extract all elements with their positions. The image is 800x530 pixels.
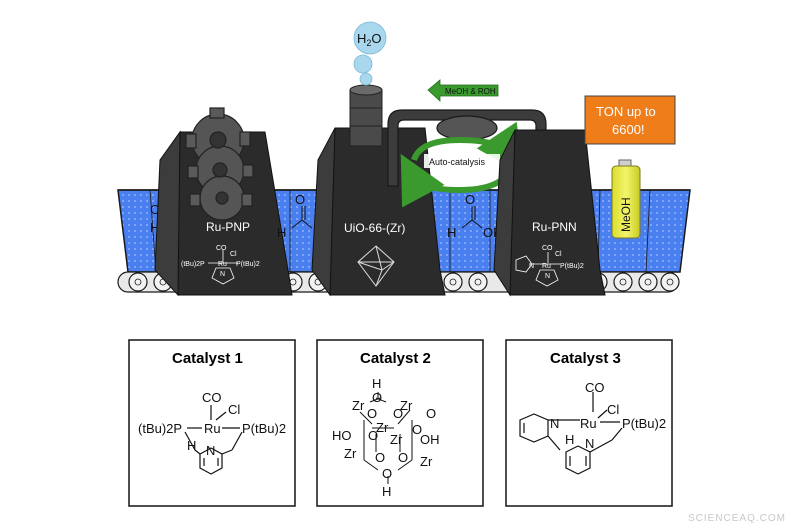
ru-pnp-mini-structure: [208, 250, 238, 285]
ru-pnn-unit: Ru-PNN CO Cl N Ru P(tBu)2 N: [493, 129, 606, 297]
svg-text:O: O: [382, 466, 392, 481]
svg-text:P(tBu)2: P(tBu)2: [236, 261, 260, 268]
catalyst-2-title: Catalyst 2: [360, 350, 431, 367]
svg-text:O: O: [372, 390, 382, 405]
formate-o: O: [465, 192, 475, 207]
svg-text:Zr: Zr: [420, 454, 433, 469]
svg-text:HO: HO: [332, 428, 352, 443]
water-label: H2O: [357, 31, 382, 48]
ru-pnn-label: Ru-PNN: [532, 220, 577, 234]
svg-text:N: N: [545, 273, 550, 280]
svg-text:Ru: Ru: [218, 261, 227, 268]
svg-text:(tBu)2P: (tBu)2P: [181, 261, 205, 268]
formic-h: H: [277, 225, 286, 240]
svg-text:O: O: [398, 450, 408, 465]
svg-text:Zr: Zr: [352, 398, 365, 413]
svg-text:Zr: Zr: [344, 446, 357, 461]
svg-text:N: N: [220, 271, 225, 278]
svg-text:(tBu)2P: (tBu)2P: [138, 421, 182, 436]
ru-pnp-unit: Ru-PNP CO Cl (tBu)2P Ru P(tBu)2 N: [154, 107, 293, 297]
catalyst-3-panel: Catalyst 3 CO Cl N Ru P(tBu)2 H N: [505, 339, 673, 507]
svg-text:Zr: Zr: [390, 432, 403, 447]
svg-text:O: O: [426, 406, 436, 421]
svg-text:CO: CO: [542, 245, 553, 252]
svg-text:O: O: [368, 428, 378, 443]
battery-icon: MeOH: [611, 159, 641, 239]
water-bubbles: H2O: [353, 21, 387, 86]
svg-text:Cl: Cl: [607, 402, 619, 417]
svg-text:N: N: [529, 263, 534, 270]
svg-text:O: O: [393, 406, 403, 421]
svg-text:H: H: [372, 376, 381, 391]
ru-pnp-label: Ru-PNP: [206, 220, 250, 234]
svg-text:H: H: [187, 438, 196, 453]
svg-text:OH: OH: [420, 432, 440, 447]
svg-text:H: H: [565, 432, 574, 447]
catalyst-1-panel: Catalyst 1 CO Cl (tBu)2P Ru P(tBu)2 H N: [128, 339, 296, 507]
svg-text:O: O: [367, 406, 377, 421]
catalyst-1-title: Catalyst 1: [172, 350, 243, 367]
svg-text:O: O: [412, 422, 422, 437]
svg-text:P(tBu)2: P(tBu)2: [560, 263, 584, 270]
octahedron-icon: [357, 245, 395, 287]
formate-h: H: [447, 225, 456, 240]
formic-o: O: [295, 192, 305, 207]
svg-text:Zr: Zr: [400, 398, 413, 413]
uio66-label: UiO-66-(Zr): [344, 221, 405, 235]
catalyst-2-panel: Catalyst 2 H O Zr Zr O O O Zr HO O Zr O …: [316, 339, 484, 507]
svg-text:N: N: [206, 443, 215, 458]
svg-text:CO: CO: [585, 380, 605, 395]
ru-pnn-mini-structure: [515, 252, 560, 287]
svg-text:Cl: Cl: [228, 402, 240, 417]
svg-text:N: N: [550, 416, 559, 431]
svg-text:Cl: Cl: [555, 251, 562, 258]
meoh-roh-arrow: MeOH & ROH: [427, 79, 499, 102]
svg-text:P(tBu)2: P(tBu)2: [242, 421, 286, 436]
ton-callout: TON up to 6600!: [584, 95, 676, 145]
svg-text:N: N: [585, 436, 594, 451]
svg-text:Cl: Cl: [230, 251, 237, 258]
ton-line2: 6600!: [612, 122, 645, 137]
svg-text:CO: CO: [216, 245, 227, 252]
barrel-icon: [349, 84, 383, 147]
svg-text:O: O: [375, 450, 385, 465]
gear-icon: [185, 107, 254, 221]
autocatalysis-label: Auto-catalysis: [429, 157, 486, 167]
catalyst-3-title: Catalyst 3: [550, 350, 621, 367]
svg-text:CO: CO: [202, 390, 222, 405]
svg-text:Ru: Ru: [580, 416, 597, 431]
ton-line1: TON up to: [596, 104, 656, 119]
svg-text:Ru: Ru: [542, 263, 551, 270]
meoh-product-label: MeOH: [619, 197, 633, 232]
meoh-roh-label: MeOH & ROH: [445, 87, 496, 96]
svg-text:Zr: Zr: [376, 420, 389, 435]
svg-text:P(tBu)2: P(tBu)2: [622, 416, 666, 431]
svg-text:Ru: Ru: [204, 421, 221, 436]
svg-text:H: H: [382, 484, 391, 499]
watermark: SCIENCEAQ.COM: [687, 513, 786, 524]
